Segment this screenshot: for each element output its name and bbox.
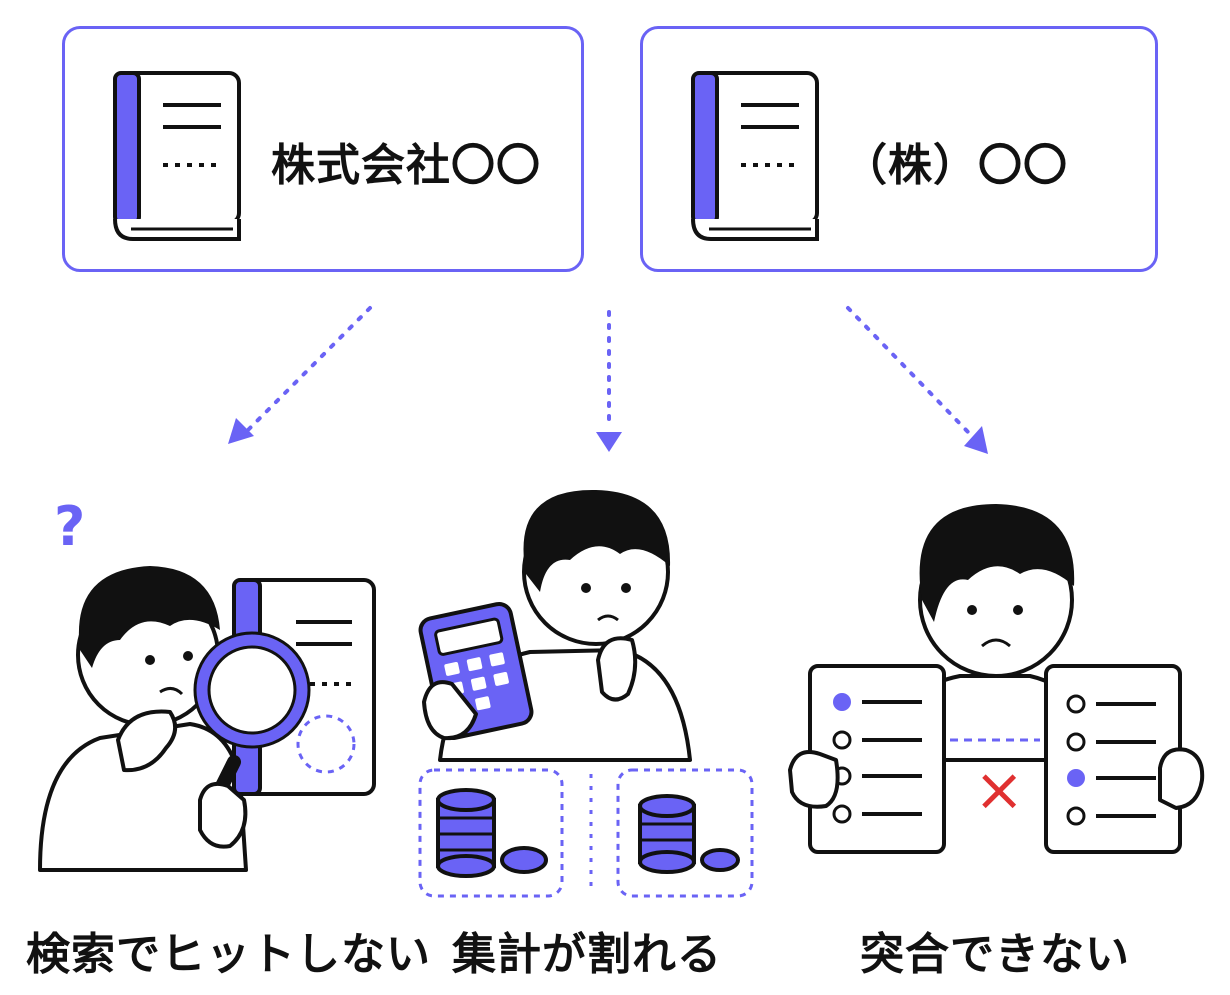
- coin-group-left: [418, 768, 564, 898]
- outcome-label-reconciliation: 突合できない: [860, 929, 1130, 980]
- register-book-icon: [691, 71, 819, 241]
- company-name-formal: 株式会社〇〇: [271, 140, 541, 191]
- coin-group-right: [616, 768, 754, 898]
- calculator-icon: [418, 602, 534, 741]
- outcome-label-search: 検索でヒットしない: [26, 929, 431, 980]
- source-card-abbreviated: （株）〇〇: [640, 26, 1158, 272]
- mismatch-x-icon: ×: [974, 755, 1024, 825]
- register-book-icon: [113, 71, 241, 241]
- magnifier-icon: [193, 631, 311, 849]
- arrow-right: [846, 306, 988, 454]
- question-mark-icon: ?: [54, 495, 85, 558]
- document-left: [788, 664, 946, 854]
- source-card-formal: 株式会社〇〇: [62, 26, 584, 272]
- arrow-center: [596, 310, 622, 452]
- company-name-abbreviated: （株）〇〇: [843, 140, 1068, 191]
- arrow-left: [228, 306, 372, 444]
- outcome-label-aggregation: 集計が割れる: [452, 929, 722, 980]
- document-right: [1044, 664, 1205, 854]
